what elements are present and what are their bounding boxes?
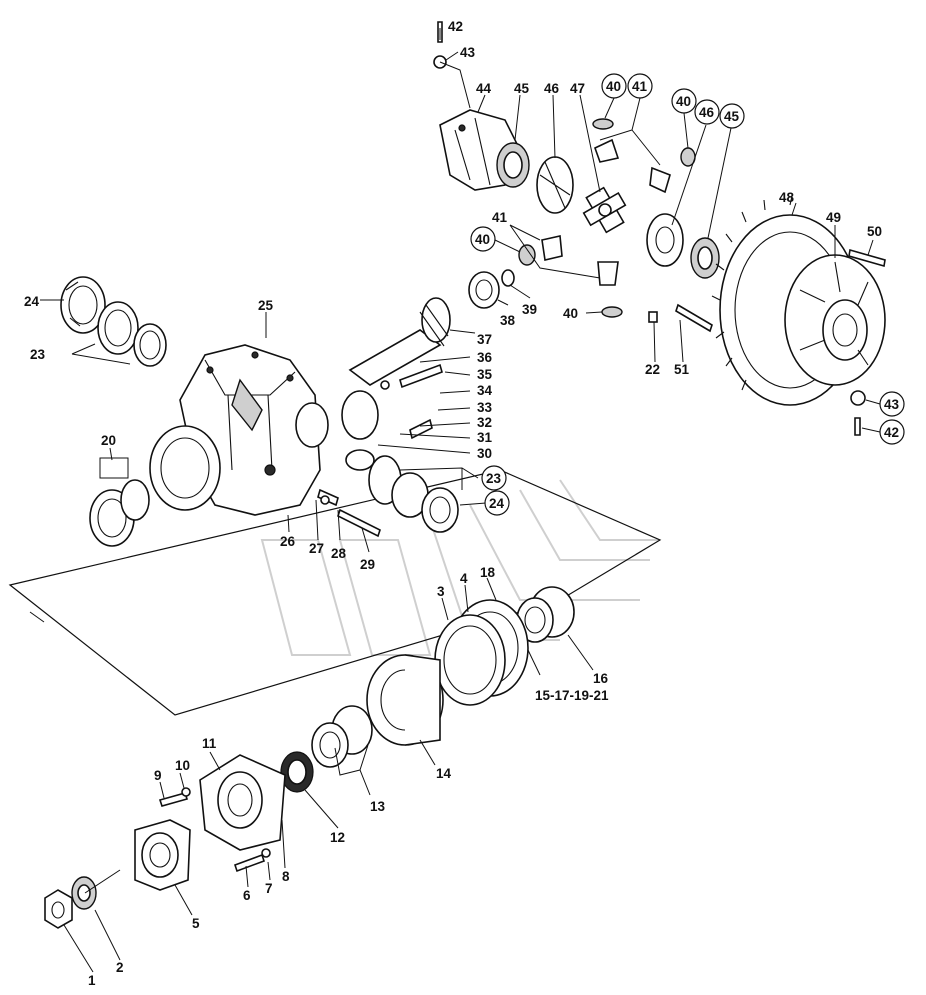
- callout-23-right: 23: [486, 471, 502, 486]
- bearing-retainer-14: [366, 654, 444, 746]
- callout-46: 46: [544, 81, 560, 96]
- callout-34: 34: [477, 383, 493, 398]
- callout-47: 47: [570, 81, 585, 96]
- companion-flange-16-18: [516, 586, 575, 643]
- callout-45-right: 45: [724, 109, 740, 124]
- callout-27: 27: [309, 541, 324, 556]
- callout-43-right: 43: [884, 397, 900, 412]
- callout-44: 44: [476, 81, 492, 96]
- callout-25: 25: [258, 298, 274, 313]
- left-side-bearing-set: [60, 276, 167, 367]
- callout-41-top: 41: [632, 79, 648, 94]
- callout-labels: 42 43 44 45 46 47 48 49 50 25 24 23 20 3…: [24, 19, 882, 988]
- callout-22: 22: [645, 362, 660, 377]
- callout-43-top: 43: [460, 45, 476, 60]
- left-bearing-20: [89, 457, 150, 547]
- callout-11: 11: [202, 736, 217, 751]
- callout-40-left: 40: [475, 232, 490, 247]
- bearing-38-39: [468, 269, 515, 309]
- side-gear-46-right: [646, 213, 684, 267]
- bolts-50-51: [648, 248, 886, 333]
- callout-32: 32: [477, 415, 492, 430]
- differential-case-49: [784, 254, 886, 386]
- callout-40-right: 40: [676, 94, 691, 109]
- callout-31: 31: [477, 430, 493, 445]
- callout-24-left: 24: [24, 294, 40, 309]
- callout-50: 50: [867, 224, 882, 239]
- leader-lines: [40, 28, 881, 973]
- callout-45: 45: [514, 81, 530, 96]
- drive-pinion-icon: [348, 297, 451, 386]
- callout-16: 16: [593, 671, 609, 686]
- thrust-washer-45-right: [690, 237, 720, 279]
- differential-carrier-housing-icon: [149, 344, 329, 516]
- spider-cross-47: [582, 186, 627, 234]
- callout-15-17-19-21: 15-17-19-21: [535, 688, 609, 703]
- callout-51: 51: [674, 362, 690, 377]
- bearing-13: [311, 705, 373, 768]
- callout-6: 6: [243, 888, 251, 903]
- circled-callouts: 40 41 40 46 45 40 23 24 43 42: [470, 73, 905, 516]
- yoke-flange-5: [134, 819, 191, 891]
- callout-24-right: 24: [489, 496, 505, 511]
- spacer-12: [280, 751, 314, 793]
- callout-1: 1: [88, 973, 96, 988]
- callout-18: 18: [480, 565, 496, 580]
- callout-7: 7: [265, 881, 273, 896]
- callout-3: 3: [437, 584, 445, 599]
- callout-40-top: 40: [606, 79, 621, 94]
- callout-37: 37: [477, 332, 492, 347]
- callout-42-right: 42: [884, 425, 899, 440]
- callout-41-mid: 41: [492, 210, 508, 225]
- thrust-washers-40: [518, 118, 696, 318]
- callout-4: 4: [460, 571, 468, 586]
- callout-40-mid: 40: [563, 306, 578, 321]
- callout-38: 38: [500, 313, 516, 328]
- callout-2: 2: [116, 960, 124, 975]
- bolts-6-9: [158, 787, 271, 873]
- callout-8: 8: [282, 869, 290, 884]
- thrust-washer-45: [496, 142, 530, 188]
- callout-46-right: 46: [699, 105, 715, 120]
- callout-20: 20: [101, 433, 116, 448]
- callout-33: 33: [477, 400, 493, 415]
- callout-35: 35: [477, 367, 493, 382]
- callout-48: 48: [779, 190, 795, 205]
- pinion-gears-41: [541, 138, 671, 286]
- callout-30: 30: [477, 446, 492, 461]
- callout-5: 5: [192, 916, 200, 931]
- callout-29: 29: [360, 557, 375, 572]
- shims-3-4-18: [434, 599, 529, 706]
- callout-39: 39: [522, 302, 537, 317]
- callout-9: 9: [154, 768, 162, 783]
- callout-26: 26: [280, 534, 296, 549]
- callout-23-left: 23: [30, 347, 46, 362]
- callout-36: 36: [477, 350, 493, 365]
- side-gear-46: [536, 156, 574, 214]
- callout-10: 10: [175, 758, 190, 773]
- callout-49: 49: [826, 210, 841, 225]
- callout-42-top: 42: [448, 19, 463, 34]
- callout-28: 28: [331, 546, 347, 561]
- pinion-bearings-30-31: [341, 390, 459, 533]
- callout-14: 14: [436, 766, 452, 781]
- oil-seal-retainer-11: [199, 754, 286, 851]
- washer-2-nut-1: [44, 876, 97, 929]
- callout-13: 13: [370, 799, 386, 814]
- callout-12: 12: [330, 830, 345, 845]
